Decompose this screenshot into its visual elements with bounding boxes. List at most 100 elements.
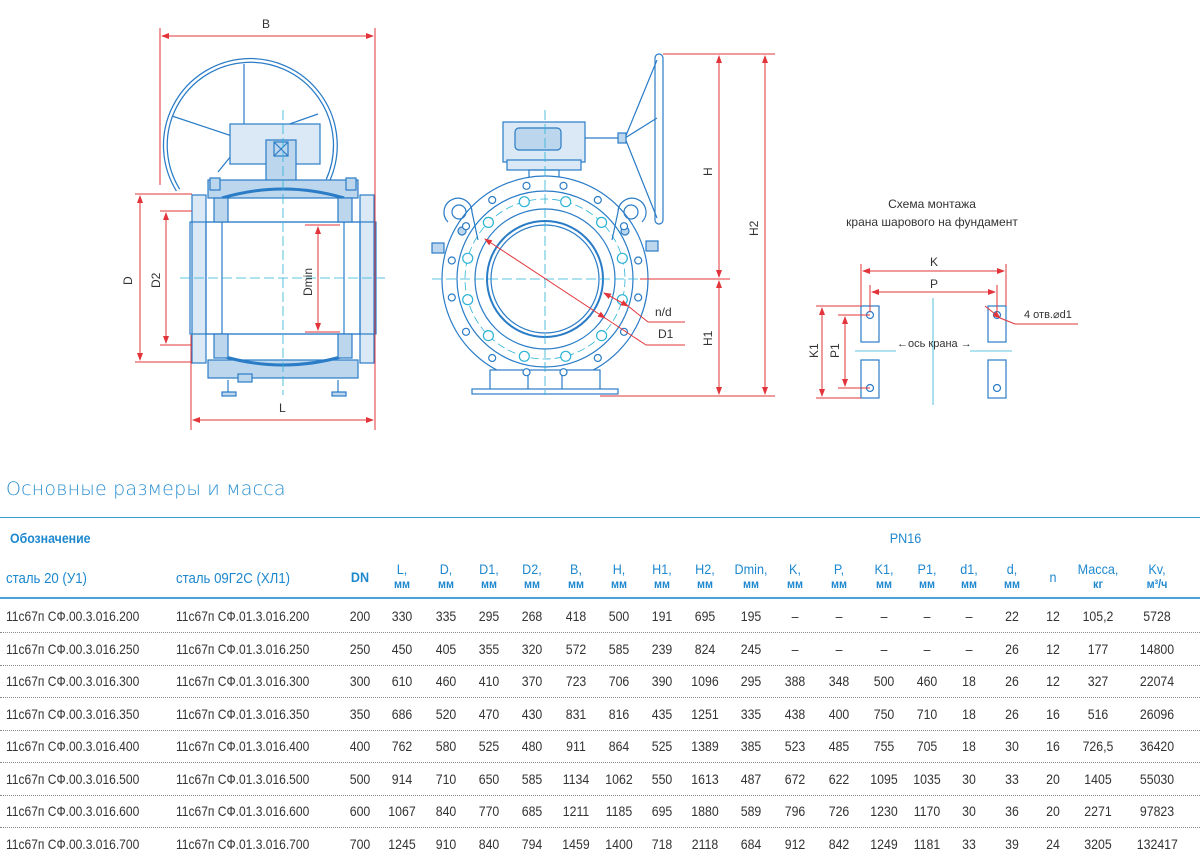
- cell-d1: 18: [962, 738, 976, 754]
- cell-h: 1062: [605, 770, 633, 787]
- inner-bolt-hole: [595, 330, 608, 342]
- col-header-h: H,мм: [598, 562, 639, 592]
- cell-k1: –: [880, 640, 888, 657]
- dim-label-H: H: [701, 167, 715, 176]
- cell-n: 16: [1046, 738, 1060, 754]
- cell-h2: 824: [694, 640, 716, 657]
- col-header-name: D1,: [479, 561, 499, 577]
- cell-l: 450: [391, 640, 413, 657]
- cell-d1: 355: [478, 640, 500, 657]
- cell-d: 22: [1005, 608, 1019, 624]
- cell-p1: 710: [916, 705, 938, 722]
- designation-group-header: Обозначение: [10, 530, 91, 546]
- col-header-p1: P1,мм: [906, 562, 947, 592]
- designation-09g2s: 11с67п СФ.01.3.016.200: [176, 608, 310, 624]
- cell-p: 485: [828, 738, 850, 754]
- front-dimensions: [484, 53, 775, 397]
- cell-n: 16: [1046, 705, 1060, 722]
- col-header-d: d,мм: [991, 562, 1032, 592]
- side-centerlines: [180, 110, 385, 395]
- cell-h1: 435: [651, 705, 673, 722]
- dim-label-B: B: [262, 17, 270, 31]
- outer-bolt-hole: [634, 256, 643, 265]
- cell-d1: 470: [478, 705, 500, 722]
- cell-b: 911: [566, 738, 586, 754]
- cell-h: 706: [608, 673, 630, 689]
- cell-n: 12: [1046, 608, 1060, 624]
- col-header-unit: мм: [830, 577, 847, 591]
- cell-dmin: 245: [740, 640, 762, 657]
- cell-kv: 132417: [1136, 835, 1178, 852]
- cell-k: 912: [784, 835, 806, 852]
- cell-l: 686: [391, 705, 413, 722]
- cell-d2: 430: [521, 705, 543, 722]
- cell-k: 388: [784, 673, 806, 689]
- cell-d1: 295: [478, 608, 500, 624]
- cell-k1: 500: [873, 673, 895, 689]
- col-header-name: H2,: [695, 561, 715, 577]
- section-title: Основные размеры и масса: [6, 478, 286, 500]
- cell-d1: –: [965, 640, 973, 657]
- cell-k: –: [791, 608, 799, 624]
- col-header-h2: H2,мм: [684, 562, 725, 592]
- inner-bolt-hole: [482, 216, 494, 228]
- col-header-unit: м³/ч: [1146, 577, 1168, 591]
- cell-p1: 1035: [913, 770, 941, 787]
- cell-h2: 2118: [691, 835, 719, 852]
- inner-bolt-hole: [560, 350, 572, 362]
- pressure-group-header: PN16: [889, 530, 922, 546]
- designation-steel20: 11с67п СФ.00.3.016.300: [6, 673, 140, 689]
- col-header-dn: DN: [339, 570, 380, 585]
- technical-drawing: B L D D2 Dmin: [121, 17, 1078, 430]
- cell-b: 1459: [562, 835, 590, 852]
- cell-: 2271: [1084, 803, 1112, 819]
- col-header-unit: мм: [696, 577, 713, 591]
- dim-label-Dmin: Dmin: [301, 268, 315, 296]
- cell-dmin: 684: [740, 835, 762, 852]
- dim-label-D2: D2: [149, 272, 163, 288]
- designation-steel20: 11с67п СФ.00.3.016.500: [6, 770, 140, 787]
- cell-b: 831: [565, 705, 587, 722]
- cell-h: 864: [608, 738, 630, 754]
- inner-bolt-hole: [560, 196, 572, 208]
- col-header-kv: Kv,м³/ч: [1136, 562, 1177, 592]
- col-header-: Масса,кг: [1077, 562, 1119, 592]
- cell-d: 39: [1005, 835, 1019, 852]
- cell-d2: 585: [521, 770, 543, 787]
- dim-label-H1: H1: [701, 330, 715, 346]
- cell-d2: 794: [521, 835, 543, 852]
- cell-d1: –: [965, 608, 973, 624]
- cell-k1: 750: [873, 705, 895, 722]
- dim-label-L: L: [279, 401, 286, 415]
- col-header-unit: мм: [393, 577, 410, 591]
- inner-bolt-hole: [616, 252, 628, 264]
- col-header-unit: мм: [523, 577, 540, 591]
- cell-p: 622: [828, 770, 850, 787]
- outer-bolt-hole: [522, 368, 531, 377]
- cell-p: –: [835, 640, 843, 657]
- drawing-canvas: B L D D2 Dmin: [121, 17, 1078, 430]
- outer-bolt-hole: [559, 368, 568, 377]
- dim-label-K1: K1: [807, 343, 821, 358]
- cell-h2: 1096: [691, 673, 719, 689]
- cell-h: 1185: [605, 803, 633, 819]
- cell-h1: 718: [651, 835, 673, 852]
- col-header-name: D2,: [522, 561, 542, 577]
- cell-p1: 1170: [913, 803, 941, 819]
- designation-steel20: 11с67п СФ.00.3.016.250: [6, 640, 140, 657]
- cell-d: 26: [1005, 673, 1019, 689]
- col-header-name: n: [1049, 569, 1057, 585]
- inner-bolt-hole: [518, 196, 530, 208]
- side-view: [162, 57, 377, 397]
- inner-bolt-hole: [462, 252, 474, 264]
- col-header-name: DN: [350, 569, 370, 585]
- col-header-name: B,: [570, 561, 582, 577]
- dim-label-P1: P1: [828, 343, 842, 358]
- cell-p: 348: [828, 673, 850, 689]
- outer-bolt-hole: [634, 293, 643, 302]
- mounting-centerlines: [855, 298, 1012, 405]
- outer-bolt-hole: [488, 195, 497, 205]
